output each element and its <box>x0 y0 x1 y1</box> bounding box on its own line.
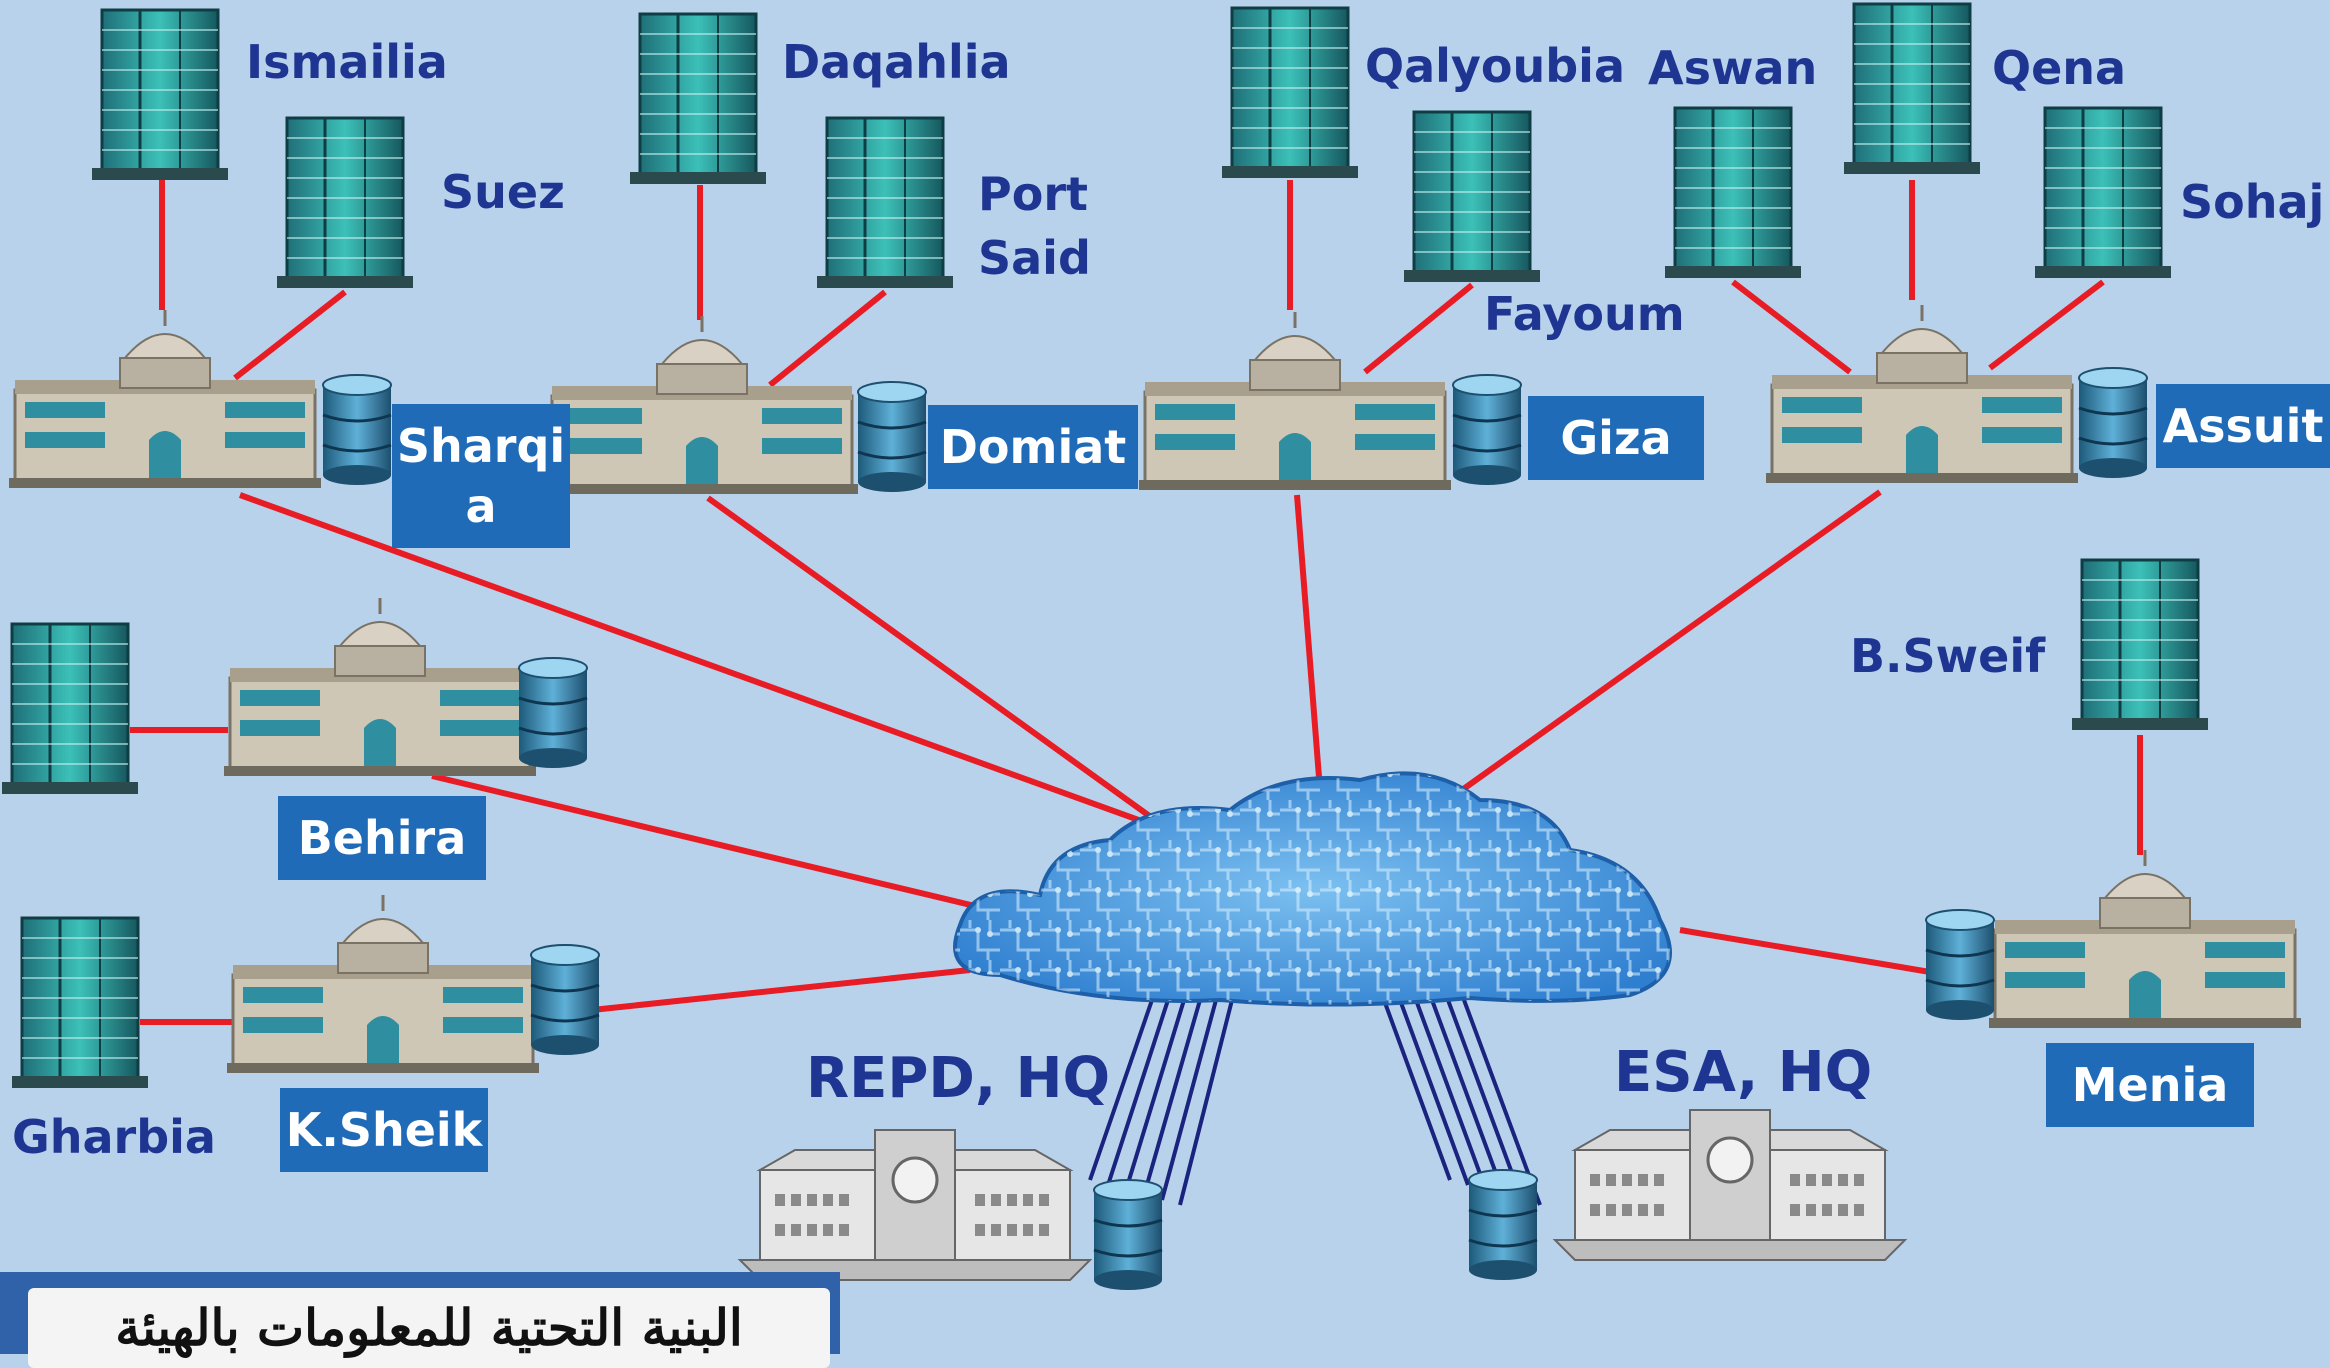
port-said-building-icon <box>815 116 955 290</box>
sharqia-database-icon <box>321 373 393 487</box>
label-menia: Menia <box>2046 1043 2254 1127</box>
sharqia-hub-building-icon <box>9 310 321 488</box>
network-links <box>130 180 2143 1025</box>
label-port-said: Port Said <box>978 167 1091 285</box>
label-daqahlia: Daqahlia <box>782 35 1011 89</box>
label-ksheik: K.Sheik <box>280 1088 488 1172</box>
menia-hub-building-icon <box>1989 850 2301 1028</box>
label-aswan: Aswan <box>1648 41 1818 95</box>
title-banner: البنية التحتية للمعلومات بالهيئة <box>0 1272 840 1368</box>
assuit-hub-building-icon <box>1766 305 2078 483</box>
domiat-hub-building-icon <box>546 316 858 494</box>
menia-database-icon <box>1924 908 1996 1022</box>
behira-branch-building-icon <box>0 622 140 796</box>
label-behira: Behira <box>278 796 486 880</box>
label-repd-hq: REPD, HQ <box>806 1046 1111 1111</box>
daqahlia-building-icon <box>628 12 768 186</box>
gharbia-building-icon <box>10 916 150 1090</box>
label-qena: Qena <box>1992 41 2127 95</box>
assuit-database-icon <box>2077 366 2149 480</box>
suez-building-icon <box>275 116 415 290</box>
label-domiat: Domiat <box>928 405 1138 489</box>
giza-database-icon <box>1451 373 1523 487</box>
fayoum-building-icon <box>1402 110 1542 284</box>
behira-database-icon <box>517 656 589 770</box>
behira-hub-building-icon <box>224 598 536 776</box>
sohaj-building-icon <box>2033 106 2173 280</box>
label-suez: Suez <box>441 165 565 219</box>
cloud-icon <box>953 771 1672 1007</box>
domiat-database-icon <box>856 380 928 494</box>
banner-title: البنية التحتية للمعلومات بالهيئة <box>28 1288 830 1368</box>
repd-database-icon <box>1092 1178 1164 1292</box>
label-fayoum: Fayoum <box>1484 287 1685 341</box>
esa-hq-building-icon <box>1555 1110 1905 1260</box>
qalyoubia-building-icon <box>1220 6 1360 180</box>
repd-hq-building-icon <box>740 1130 1090 1280</box>
label-qalyoubia: Qalyoubia <box>1365 39 1625 93</box>
label-ismailia: Ismailia <box>246 35 448 89</box>
label-gharbia: Gharbia <box>12 1110 216 1164</box>
label-esa-hq: ESA, HQ <box>1614 1040 1873 1105</box>
label-assuit: Assuit <box>2156 384 2330 468</box>
ismailia-building-icon <box>90 8 230 182</box>
label-bsweif: B.Sweif <box>1850 629 2046 683</box>
ksheik-database-icon <box>529 943 601 1057</box>
esa-database-icon <box>1467 1168 1539 1282</box>
ksheik-hub-building-icon <box>227 895 539 1073</box>
qena-building-icon <box>1842 2 1982 176</box>
aswan-building-icon <box>1663 106 1803 280</box>
bsweif-building-icon <box>2070 558 2210 732</box>
label-sohaj: Sohaj <box>2180 175 2325 229</box>
label-giza: Giza <box>1528 396 1704 480</box>
hq-links <box>1088 999 1542 1206</box>
label-sharqia: Sharqia <box>392 404 570 548</box>
